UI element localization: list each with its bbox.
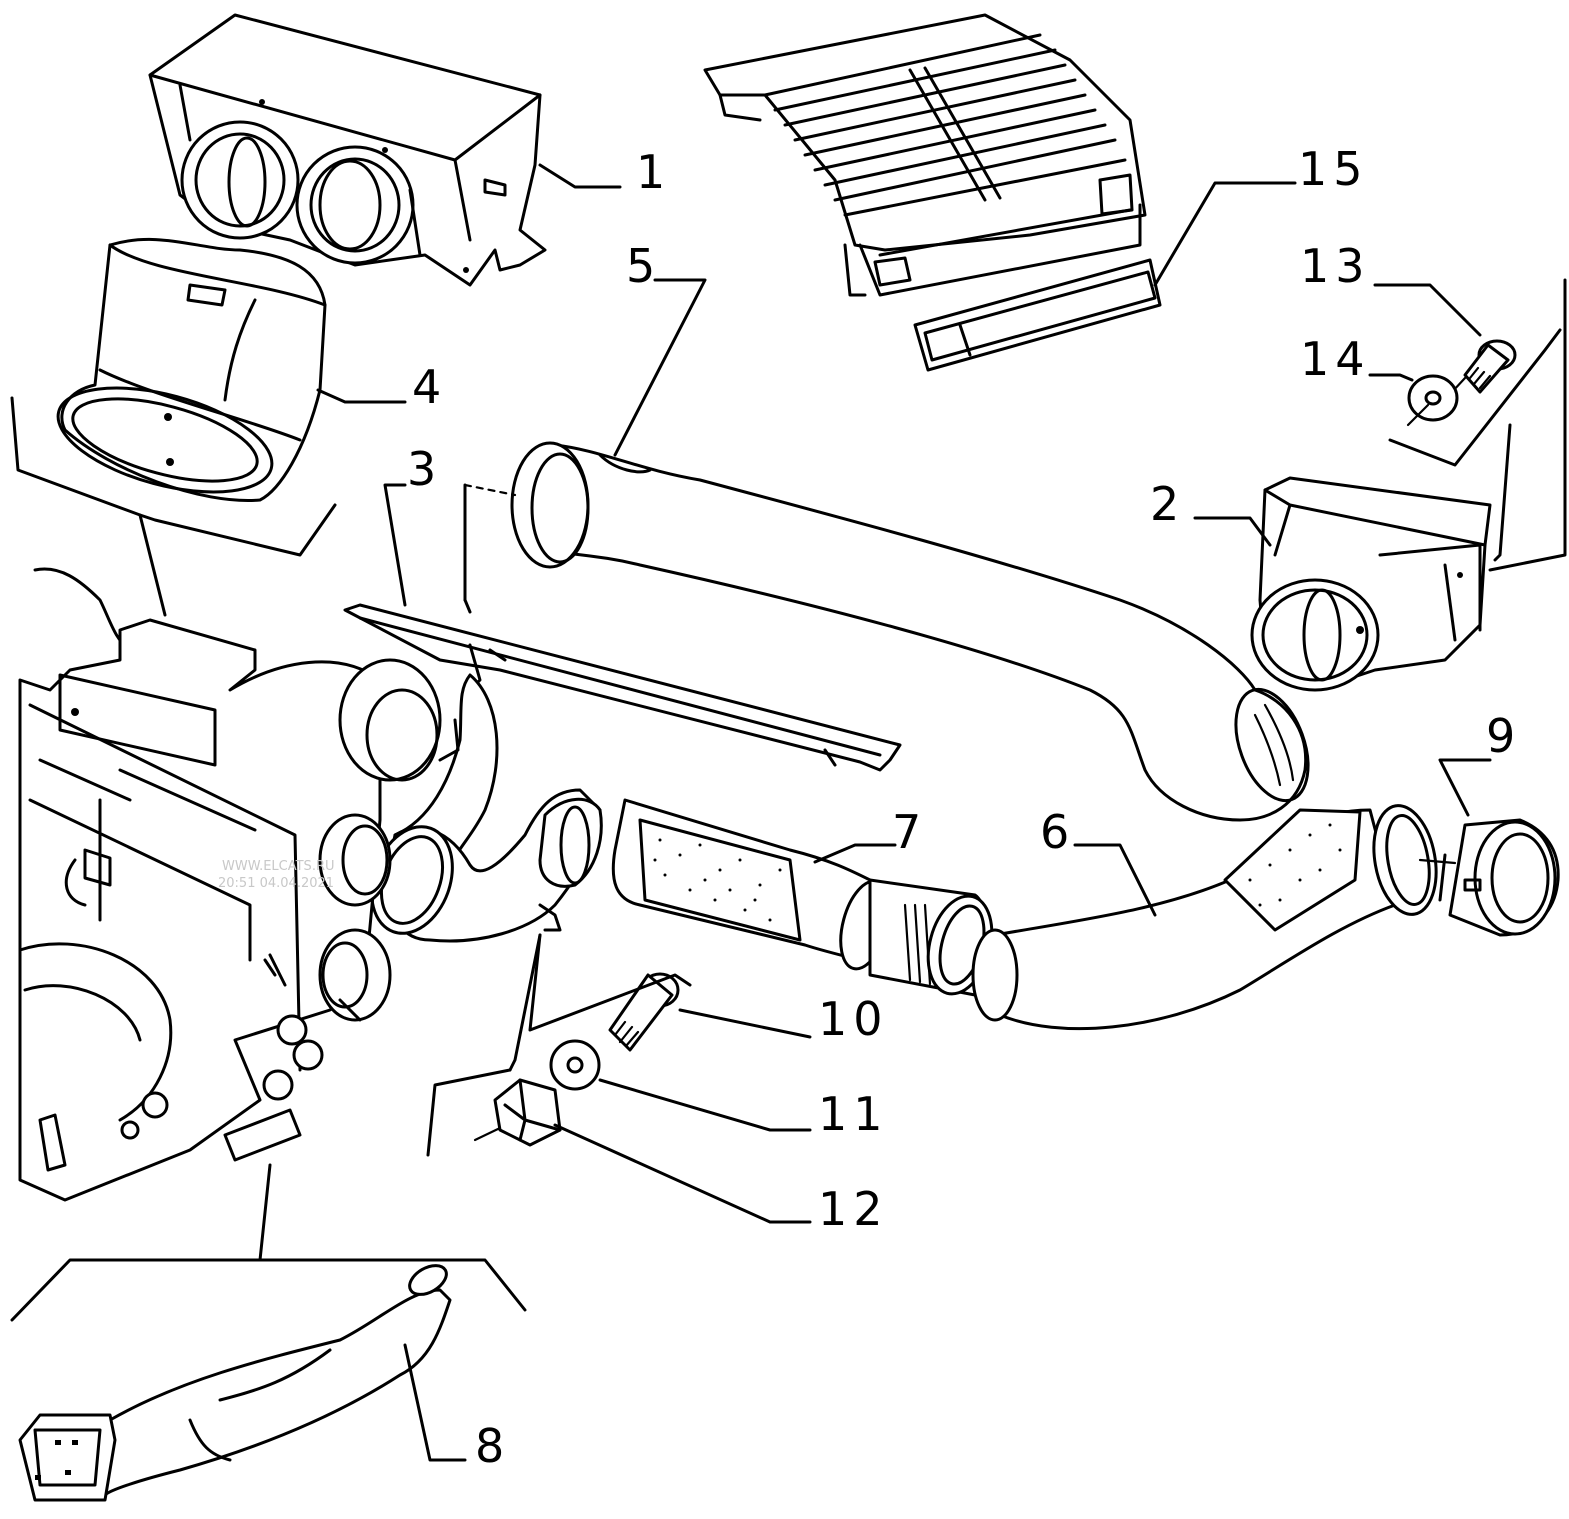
leader-10 bbox=[678, 1008, 812, 1039]
part-13-screw bbox=[1438, 339, 1517, 407]
part-14-washer bbox=[1406, 374, 1459, 427]
watermark-line-1: WWW.ELCATS.RU bbox=[222, 859, 335, 874]
assembly-bracket-lines bbox=[10, 278, 1567, 1322]
callout-15: 15 bbox=[1298, 142, 1369, 196]
leader-3 bbox=[383, 483, 407, 607]
part-8-floor-duct bbox=[18, 1264, 452, 1502]
part-5-upper-duct bbox=[510, 441, 1310, 822]
part-4-oval-duct-adapter bbox=[56, 237, 327, 502]
leader-8 bbox=[403, 1343, 467, 1462]
part-12-clip bbox=[473, 1078, 562, 1147]
callout-6: 6 bbox=[1040, 805, 1075, 859]
foam-texture-2 bbox=[1248, 823, 1342, 907]
part-6-lower-right-duct bbox=[971, 804, 1438, 1031]
leader-13 bbox=[1373, 283, 1482, 337]
leader-14 bbox=[1368, 373, 1414, 382]
leader-9 bbox=[1438, 758, 1492, 817]
part-11-washer bbox=[549, 1039, 601, 1091]
leader-4 bbox=[316, 388, 407, 404]
callout-labels: 1 2 3 4 5 6 7 8 9 10 11 12 13 14 15 bbox=[407, 142, 1521, 1473]
leader-12 bbox=[553, 1123, 812, 1224]
callout-3: 3 bbox=[407, 442, 442, 496]
callout-8: 8 bbox=[475, 1419, 510, 1473]
part-10-screw bbox=[608, 972, 680, 1052]
part-2-side-vent-outlet bbox=[1250, 476, 1492, 692]
leader-1 bbox=[538, 163, 622, 189]
part-9-round-cap bbox=[1418, 818, 1560, 937]
part-7-foam-duct bbox=[611, 798, 994, 997]
leader-15 bbox=[1153, 181, 1297, 287]
heater-blower-unit bbox=[18, 567, 442, 1202]
callout-7: 7 bbox=[892, 805, 927, 859]
callout-5: 5 bbox=[626, 239, 661, 293]
callout-2: 2 bbox=[1150, 477, 1185, 531]
callout-4: 4 bbox=[412, 360, 447, 414]
leader-2 bbox=[1193, 516, 1272, 547]
part-3-elbow-duct bbox=[343, 603, 902, 943]
callout-leaders bbox=[316, 163, 1492, 1462]
watermark-line-2: 20:51 04.04.2021 bbox=[218, 876, 334, 891]
foam-texture bbox=[653, 838, 782, 922]
callout-10: 10 bbox=[818, 992, 889, 1046]
callout-9: 9 bbox=[1486, 709, 1521, 763]
callout-12: 12 bbox=[818, 1182, 889, 1236]
callout-1: 1 bbox=[636, 145, 671, 199]
leader-6 bbox=[1073, 843, 1157, 917]
part-15-dash-grille bbox=[703, 13, 1162, 372]
leader-11 bbox=[598, 1078, 812, 1132]
watermark: WWW.ELCATS.RU 20:51 04.04.2021 bbox=[218, 859, 335, 891]
leader-7 bbox=[813, 843, 897, 864]
callout-14: 14 bbox=[1300, 332, 1371, 386]
leader-5 bbox=[613, 278, 707, 457]
part-1-twin-vent-housing bbox=[148, 13, 547, 287]
callout-13: 13 bbox=[1300, 239, 1371, 293]
callout-11: 11 bbox=[818, 1087, 889, 1141]
